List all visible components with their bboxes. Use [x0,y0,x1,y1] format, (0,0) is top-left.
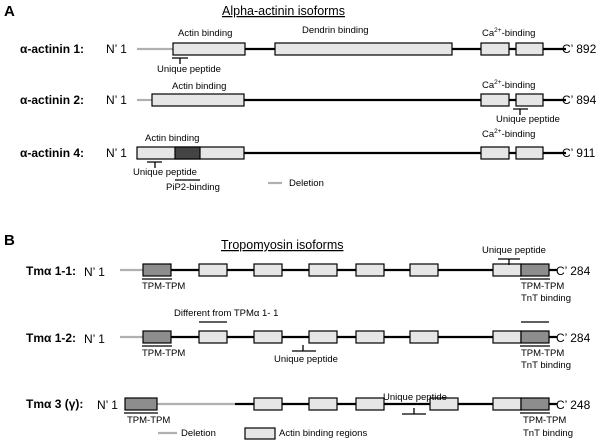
alpha-actinin-4-pip2-binding-box [174,146,201,160]
tm-alpha-1-1-actin-box-4 [355,263,385,277]
tm-alpha-1-2-c-terminus: C’ 284 [556,331,591,345]
tm-alpha-1-2-unique-peptide-label: Unique peptide [274,354,338,365]
tm-alpha-1-1-unique-peptide-marker [498,258,520,265]
alpha-actinin-2-unique-peptide-label: Unique peptide [496,114,560,125]
tm-alpha-3-c-terminus: C’ 248 [556,398,591,412]
tm-alpha-3-tpm-label: TPM-TPM [127,415,170,426]
alpha-actinin-1-ca-binding-box-2 [515,42,544,56]
alpha-actinin-4-ca-binding-box-2 [515,146,544,160]
tm-alpha-1-2-tpm-c-label: TPM-TPM [521,348,564,359]
alpha-actinin-2-n-terminus: N’ 1 [106,93,127,107]
panel-b-title: Tropomyosin isoforms [221,238,344,252]
tm-alpha-1-2-tpm-box [142,330,172,344]
alpha-actinin-1-ca-binding-box-1 [480,42,510,56]
alpha-actinin-2-row: α-actinin 2: N’ 1 C’ 894 Actin binding C… [20,79,597,125]
tm-alpha-1-1-unique-peptide-label: Unique peptide [482,245,546,256]
alpha-actinin-4-row: α-actinin 4: N’ 1 C’ 911 Actin binding C… [20,128,596,193]
alpha-actinin-1-c-terminus: C’ 892 [562,42,597,56]
alpha-actinin-4-ca-binding-label: Ca2+-binding [482,128,535,140]
tm-alpha-3-actin-box-5 [492,397,522,411]
tm-alpha-1-2-unique-peptide-marker [292,345,316,352]
tm-alpha-1-1-actin-box-6 [492,263,522,277]
tm-alpha-3-unique-peptide-marker [402,408,426,415]
alpha-actinin-1-row: α-actinin 1: N’ 1 C’ 892 Actin binding D… [20,25,597,75]
alpha-actinin-1-actin-binding-box [172,42,246,56]
alpha-actinin-2-ca-binding-box-2 [515,93,544,107]
alpha-actinin-1-ca-binding-label: Ca2+-binding [482,27,535,39]
alpha-actinin-2-ca-binding-box-1 [480,93,510,107]
tm-alpha-1-2-actin-box-6 [492,330,522,344]
tm-alpha-1-1-actin-box-3 [308,263,338,277]
panel-a-deletion-legend-label: Deletion [289,178,324,189]
tm-alpha-3-tnt-binding-label: TnT binding [523,428,573,439]
alpha-actinin-1-n-terminus: N’ 1 [106,42,127,56]
tm-alpha-1-2-actin-box-1 [198,330,228,344]
alpha-actinin-2-unique-peptide-marker [513,108,528,115]
panel-a-title: Alpha-actinin isoforms [222,4,345,18]
tm-alpha-3-actin-box-1 [253,397,283,411]
panel-b-actin-regions-legend-label: Actin binding regions [279,428,367,439]
tm-alpha-1-2-actin-box-3 [308,330,338,344]
tm-alpha-1-2-actin-box-2 [253,330,283,344]
tm-alpha-3-n-terminus: N’ 1 [97,398,118,412]
tm-alpha-3-actin-box-4 [429,397,459,411]
alpha-actinin-4-ca-binding-box-1 [480,146,510,160]
tm-alpha-1-1-actin-box-5 [409,263,439,277]
panel-a-letter: A [4,3,15,20]
alpha-actinin-2-actin-binding-label: Actin binding [172,81,226,92]
tm-alpha-1-2-label: Tmα 1-2: [26,331,76,345]
tm-alpha-1-1-tnt-binding-label: TnT binding [521,293,571,304]
alpha-actinin-1-label: α-actinin 1: [20,42,84,56]
alpha-actinin-4-unique-peptide-marker [147,161,162,168]
alpha-actinin-1-unique-peptide-label: Unique peptide [157,64,221,75]
alpha-actinin-2-ca-binding-label: Ca2+-binding [482,79,535,91]
alpha-actinin-1-dendrin-binding-box [274,42,453,56]
tm-alpha-1-1-actin-box-2 [253,263,283,277]
panel-b-actin-regions-legend-swatch [244,427,276,440]
tm-alpha-1-1-tpm-label: TPM-TPM [142,281,185,292]
tm-alpha-3-actin-box-3 [355,397,385,411]
alpha-actinin-2-actin-binding-box [151,93,245,107]
panel-b-deletion-legend-label: Deletion [181,428,216,439]
tm-alpha-3-row: Tmα 3 (γ): N’ 1 C’ 248 Unique peptide TP… [26,392,591,439]
tm-alpha-3-tpm-box [124,397,158,411]
tm-alpha-1-2-tnt-binding-label: TnT binding [521,360,571,371]
tm-alpha-1-1-tpm-c-label: TPM-TPM [521,281,564,292]
tm-alpha-1-2-tpm-label: TPM-TPM [142,348,185,359]
panel-b-legend: Deletion Actin binding regions [158,427,367,440]
alpha-actinin-4-c-terminus: C’ 911 [562,146,596,160]
tm-alpha-3-unique-peptide-label: Unique peptide [383,392,447,403]
tm-alpha-1-1-actin-box-1 [198,263,228,277]
tm-alpha-1-1-tpm-box [142,263,172,277]
tm-alpha-1-1-tnt-box [520,263,550,277]
tm-alpha-3-tpm-c-label: TPM-TPM [523,415,566,426]
tm-alpha-1-2-different-label: Different from TPMα 1- 1 [174,308,278,319]
alpha-actinin-4-pip2-binding-label: PiP2-binding [166,182,220,193]
tm-alpha-1-1-row: Tmα 1-1: N’ 1 C’ 284 Unique peptide TPM-… [26,245,591,304]
alpha-actinin-4-n-terminus: N’ 1 [106,146,127,160]
tm-alpha-3-actin-box-2 [308,397,338,411]
alpha-actinin-1-actin-binding-label: Actin binding [178,28,232,39]
panel-b: B Tropomyosin isoforms Tmα 1-1: N’ 1 C’ … [4,232,591,440]
tm-alpha-3-tnt-box [520,397,550,411]
tm-alpha-1-2-n-terminus: N’ 1 [84,332,105,346]
tm-alpha-1-2-tnt-box [520,330,550,344]
alpha-actinin-4-actin-binding-label: Actin binding [145,133,199,144]
tm-alpha-1-1-n-terminus: N’ 1 [84,265,105,279]
tm-alpha-1-1-c-terminus: C’ 284 [556,264,591,278]
alpha-actinin-4-unique-peptide-label: Unique peptide [133,167,197,178]
alpha-actinin-2-label: α-actinin 2: [20,93,84,107]
tm-alpha-1-2-actin-box-5 [409,330,439,344]
tm-alpha-1-2-actin-box-4 [355,330,385,344]
alpha-actinin-1-unique-peptide-marker [172,57,188,64]
tm-alpha-1-2-row: Tmα 1-2: N’ 1 C’ 284 Different from TPMα… [26,308,591,371]
alpha-actinin-1-dendrin-binding-label: Dendrin binding [302,25,369,36]
alpha-actinin-4-label: α-actinin 4: [20,146,84,160]
alpha-actinin-2-c-terminus: C’ 894 [562,93,597,107]
tm-alpha-3-label: Tmα 3 (γ): [26,397,83,411]
panel-b-letter: B [4,232,15,249]
tm-alpha-1-1-label: Tmα 1-1: [26,264,76,278]
panel-a: A Alpha-actinin isoforms α-actinin 1: N’… [4,3,597,193]
